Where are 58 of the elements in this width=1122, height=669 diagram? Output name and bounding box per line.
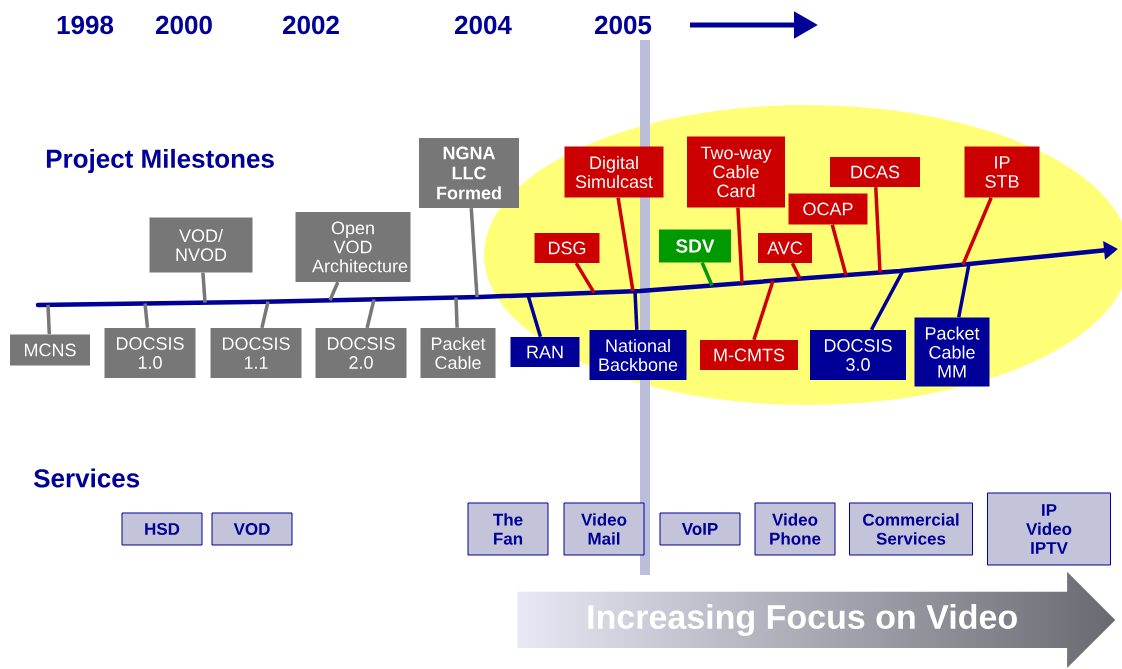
leader-line — [700, 262, 714, 287]
leader-line — [260, 301, 270, 329]
milestone-box: DOCSIS 3.0 — [810, 330, 906, 380]
milestone-box: Packet Cable MM — [914, 317, 990, 387]
milestone-box: OCAP — [788, 193, 868, 225]
leader-line — [46, 304, 52, 335]
focus-arrow: Increasing Focus on Video — [588, 604, 1017, 636]
milestone-box: DSG — [534, 233, 600, 263]
milestone-box: DOCSIS 1.0 — [104, 328, 196, 378]
milestone-box: VOD/ NVOD — [149, 217, 253, 273]
milestone-box: MCNS — [10, 334, 90, 366]
milestone-box: NGNA LLC Formed — [419, 138, 519, 208]
leader-line — [961, 197, 993, 266]
leader-line — [574, 262, 596, 294]
milestone-box: Two-way Cable Card — [687, 136, 785, 208]
leader-line — [328, 281, 340, 301]
service-box: VoIP — [659, 512, 741, 546]
leader-line — [526, 294, 543, 338]
milestone-box: IP STB — [964, 146, 1040, 198]
milestone-box: Packet Cable — [420, 328, 496, 378]
milestone-box: AVC — [758, 233, 812, 263]
milestone-box: RAN — [510, 337, 580, 367]
leader-line — [736, 207, 744, 284]
leader-line — [752, 280, 775, 341]
leader-line — [869, 269, 905, 331]
milestone-box: DCAS — [830, 157, 920, 187]
milestone-box: M-CMTS — [700, 340, 798, 370]
leader-line — [454, 297, 459, 328]
service-box: Commercial Services — [849, 502, 973, 556]
section-heading: Services — [33, 468, 140, 488]
leader-line — [469, 208, 479, 298]
milestone-box: Digital Simulcast — [564, 146, 664, 198]
milestone-box: National Backbone — [589, 330, 687, 380]
service-box: The Fan — [467, 502, 549, 556]
year-label: 2004 — [455, 15, 512, 35]
service-box: Video Mail — [563, 502, 645, 556]
leader-line — [874, 187, 882, 273]
milestone-box: SDV — [659, 229, 731, 263]
service-box: IP Video IPTV — [987, 492, 1111, 566]
leader-line — [365, 298, 376, 329]
year-label: 1998 — [57, 15, 114, 35]
milestone-box: Open VOD Architecture — [295, 212, 411, 282]
year-label: 2005 — [595, 15, 652, 35]
year-label: 2000 — [156, 15, 212, 35]
year-label: 2002 — [283, 15, 339, 35]
leader-line — [790, 262, 802, 280]
service-box: Video Phone — [754, 502, 836, 556]
leader-line — [633, 291, 639, 330]
milestone-box: DOCSIS 2.0 — [315, 328, 407, 378]
leader-line — [201, 272, 207, 303]
leader-line — [616, 197, 635, 292]
milestone-box: DOCSIS 1.1 — [210, 328, 302, 378]
leader-line — [830, 224, 848, 276]
service-box: HSD — [121, 512, 203, 546]
service-box: VOD — [211, 512, 293, 546]
leader-line — [957, 263, 971, 318]
leader-line — [143, 303, 150, 328]
section-heading: Project Milestones — [46, 148, 274, 174]
